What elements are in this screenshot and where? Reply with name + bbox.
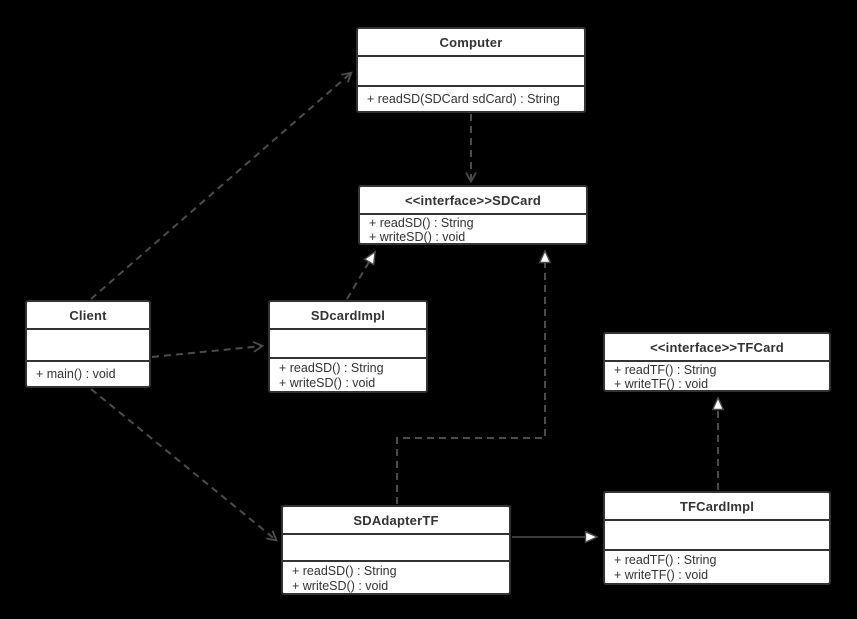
method-label: + readSD() : String — [369, 216, 474, 230]
methods-compartment: + readSD() : String + writeSD() : void — [360, 213, 586, 244]
interface-sdcard[interactable]: <<interface>>SDCard + readSD() : String … — [358, 185, 588, 245]
method-label: + readTF() : String — [614, 553, 717, 567]
class-title: Computer — [439, 34, 503, 50]
class-computer[interactable]: Computer + readSD(SDCard sdCard) : Strin… — [356, 27, 586, 113]
attributes-compartment — [270, 328, 426, 357]
class-title: Client — [69, 307, 107, 323]
class-sdcardimpl[interactable]: SDcardImpl + readSD() : String + writeSD… — [268, 300, 428, 393]
method-label: + writeSD() : void — [292, 578, 389, 593]
class-title: SDAdapterTF — [353, 512, 439, 528]
methods-compartment: + readTF() : String + writeTF() : void — [605, 360, 829, 391]
attributes-compartment — [605, 519, 829, 549]
method-label: + writeTF() : void — [614, 567, 709, 582]
edge-dependency-client-sdcardimpl[interactable] — [151, 341, 265, 358]
edge-dependency-client-sdadaptertf[interactable] — [90, 388, 278, 542]
class-tfcardimpl[interactable]: TFCardImpl + readTF() : String + writeTF… — [603, 491, 831, 585]
attributes-compartment — [283, 533, 509, 560]
method-label: + readSD() : String — [279, 361, 384, 375]
class-sdadaptertf[interactable]: SDAdapterTF + readSD() : String + writeS… — [281, 505, 511, 595]
edge-dependency-client-computer[interactable] — [90, 71, 353, 300]
attributes-compartment — [358, 55, 584, 85]
method-label: + readSD(SDCard sdCard) : String — [367, 91, 560, 106]
interface-title: <<interface>>SDCard — [404, 192, 542, 208]
method-label: + writeSD() : void — [369, 230, 466, 244]
methods-compartment: + readSD(SDCard sdCard) : String — [358, 85, 584, 111]
methods-compartment: + readSD() : String + writeSD() : void — [283, 560, 509, 593]
edge-realization-sdcardimpl-sdcard[interactable] — [346, 250, 376, 300]
class-client[interactable]: Client + main() : void — [25, 300, 151, 388]
attributes-compartment — [27, 328, 149, 360]
methods-compartment: + readSD() : String + writeSD() : void — [270, 357, 426, 391]
method-label: + main() : void — [36, 366, 116, 381]
methods-compartment: + readTF() : String + writeTF() : void — [605, 549, 829, 583]
class-title: TFCardImpl — [679, 498, 755, 514]
methods-compartment: + main() : void — [27, 360, 149, 386]
method-label: + readSD() : String — [292, 564, 397, 578]
method-label: + readTF() : String — [614, 363, 717, 377]
class-title: SDcardImpl — [310, 307, 386, 323]
method-label: + writeSD() : void — [279, 375, 376, 390]
interface-title: <<interface>>TFCard — [650, 339, 784, 355]
interface-tfcard[interactable]: <<interface>>TFCard + readTF() : String … — [603, 332, 831, 392]
method-label: + writeTF() : void — [614, 377, 709, 391]
